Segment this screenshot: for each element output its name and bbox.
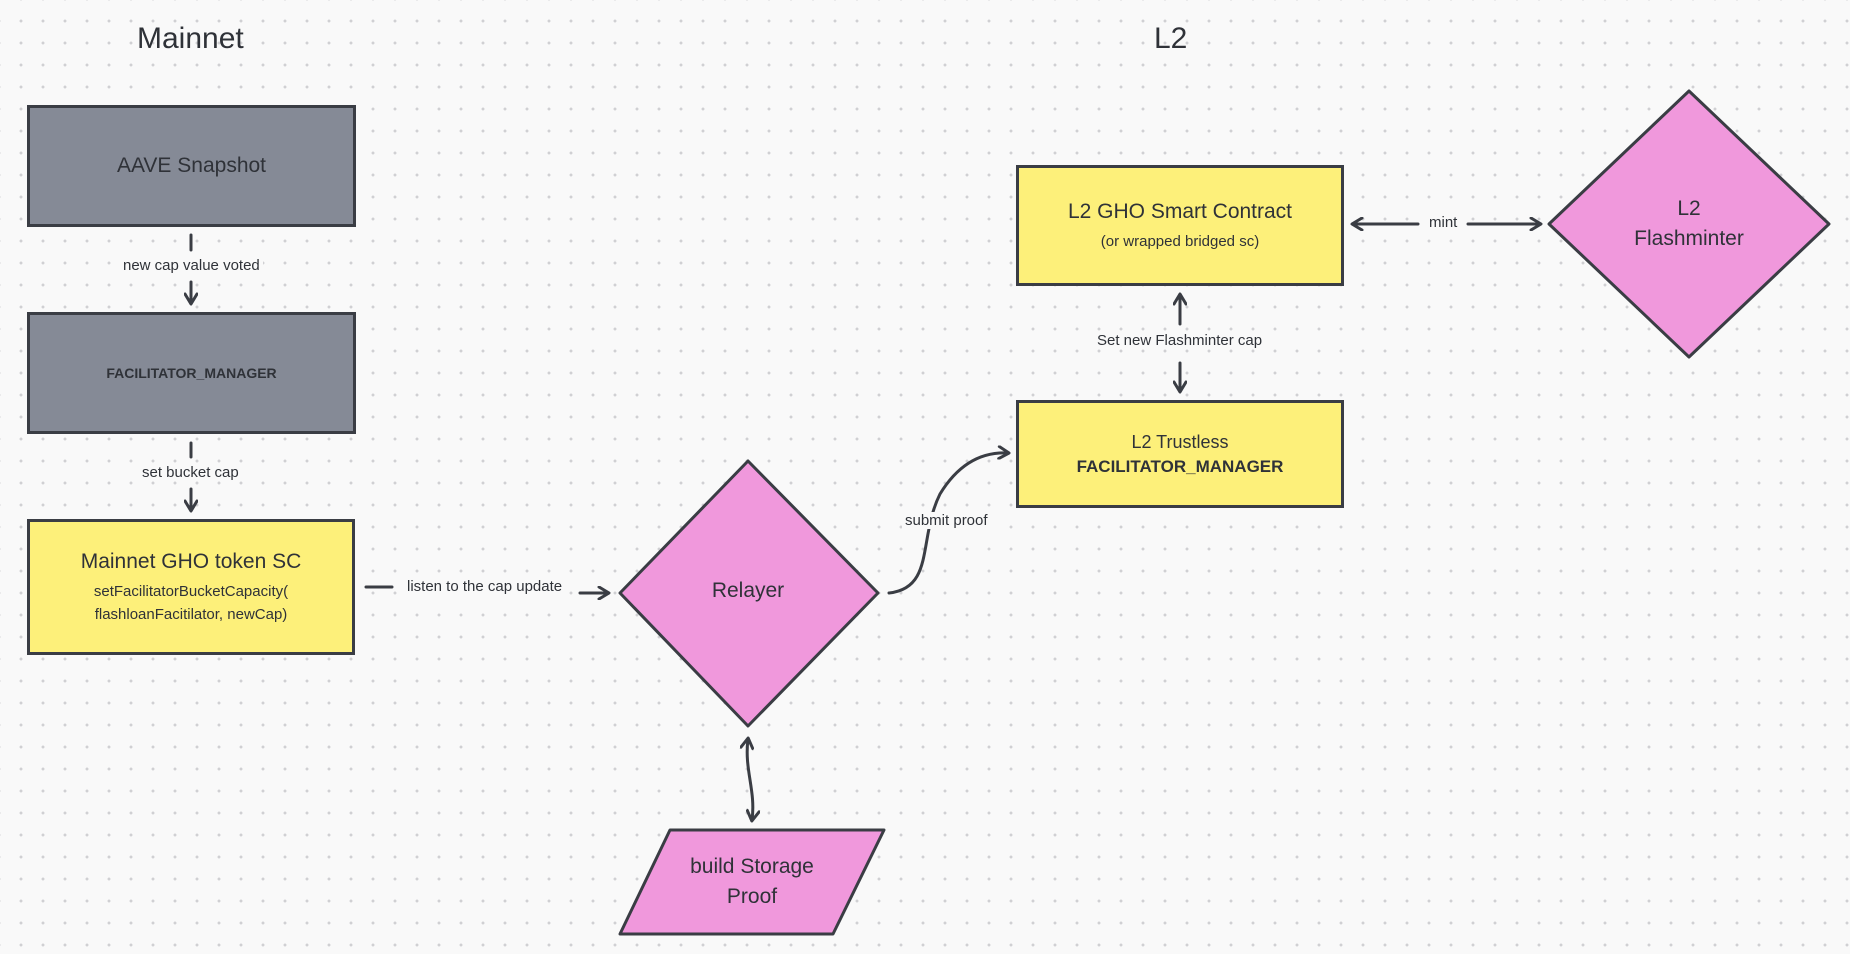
relayer-label: Relayer	[711, 578, 785, 602]
flashminter-line1: L2	[1677, 196, 1701, 220]
mainnet-gho-detail-line1: setFacilitatorBucketCapacity(	[93, 583, 289, 601]
storage-proof-shape	[618, 828, 886, 936]
l2-gho-detail: (or wrapped bridged sc)	[1100, 232, 1260, 250]
storage-proof-label: build Storage Proof	[660, 844, 844, 920]
flashminter-line2: Flashminter	[1634, 227, 1744, 250]
relayer-shape	[618, 459, 880, 728]
edge-label-new-cap-value-voted: new cap value voted	[120, 257, 263, 274]
storage-proof-line1: build Storage	[690, 854, 814, 878]
flashminter-shape	[1547, 89, 1831, 359]
edge-submit-proof	[887, 453, 1008, 595]
edge-relayer-storage-proof	[747, 739, 753, 820]
flashminter-label: L2 Flashminter	[1609, 186, 1769, 262]
edge-label-listen-cap-update: listen to the cap update	[404, 578, 566, 595]
mainnet-gho-detail-line2: flashloanFacitilator, newCap)	[94, 605, 288, 623]
storage-proof-line2: Proof	[726, 885, 778, 908]
facilitator-manager-node: FACILITATOR_MANAGER	[27, 312, 356, 434]
aave-snapshot-node: AAVE Snapshot	[27, 105, 356, 227]
l2-gho-node: L2 GHO Smart Contract (or wrapped bridge…	[1016, 165, 1344, 286]
mainnet-heading: Mainnet	[137, 22, 244, 55]
mainnet-gho-detail: setFacilitatorBucketCapacity( flashloanF…	[94, 581, 288, 626]
edge-label-submit-proof: submit proof	[902, 512, 991, 529]
edge-label-set-bucket-cap: set bucket cap	[139, 464, 242, 481]
l2-gho-title: L2 GHO Smart Contract	[1067, 199, 1293, 223]
edge-label-mint: mint	[1426, 214, 1461, 231]
mainnet-gho-node: Mainnet GHO token SC setFacilitatorBucke…	[27, 519, 355, 655]
l2-trustless-line2: FACILITATOR_MANAGER	[1076, 456, 1284, 476]
l2-trustless-line1: L2 Trustless	[1131, 431, 1229, 452]
l2-trustless-node: L2 Trustless FACILITATOR_MANAGER	[1016, 400, 1344, 508]
mainnet-gho-title: Mainnet GHO token SC	[80, 549, 302, 573]
edge-label-set-flashminter-cap: Set new Flashminter cap	[1094, 332, 1266, 349]
facilitator-manager-label: FACILITATOR_MANAGER	[106, 365, 277, 381]
aave-snapshot-label: AAVE Snapshot	[116, 154, 267, 178]
l2-heading: L2	[1154, 22, 1188, 55]
